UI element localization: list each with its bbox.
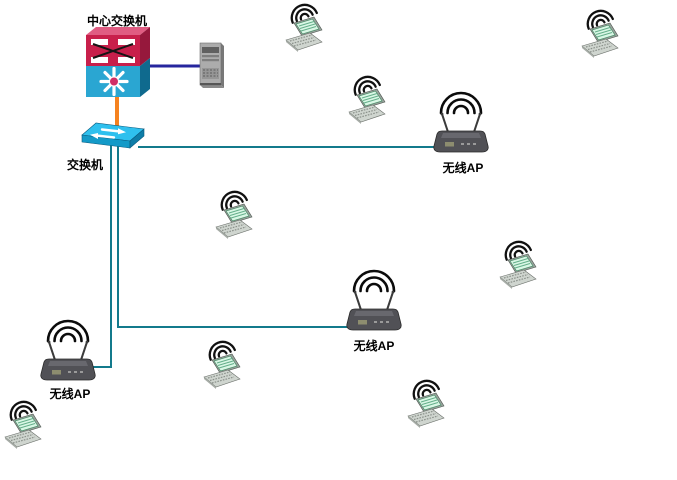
wireless-laptop-icon [577,9,621,63]
server-icon [199,42,224,88]
laptop-node-8 [0,400,44,454]
core-switch-label: 中心交换机 [86,14,147,28]
access-switch-node [81,121,148,151]
wireless-laptop-icon [0,400,44,454]
ap-middle-label: 无线AP [353,339,395,353]
laptop-node-5 [495,240,539,294]
laptop-node-1 [281,3,325,57]
wireless-ap-icon [38,314,98,386]
ap-bottom-left-node [38,314,98,386]
multilayer-switch-icon [86,27,150,97]
wireless-ap-icon [431,86,491,158]
ap-bottom-left-label: 无线AP [49,387,91,401]
laptop-node-7 [403,379,447,433]
link-switch-to-ap-middle [117,144,358,328]
wireless-ap-icon [344,264,404,336]
wireless-laptop-icon [495,240,539,294]
core-switch-node [84,27,150,103]
ap-middle-node [344,264,404,336]
wireless-laptop-icon [281,3,325,57]
wireless-laptop-icon [199,340,243,394]
laptop-node-6 [199,340,243,394]
switch-icon [81,122,145,149]
laptop-node-4 [211,190,255,244]
server-node [199,42,225,88]
laptop-node-2 [577,9,621,63]
wireless-laptop-icon [344,75,388,129]
ap-right-node [431,86,491,158]
access-switch-label: 交换机 [66,158,103,172]
wireless-laptop-icon [403,379,447,433]
wireless-laptop-icon [211,190,255,244]
laptop-node-3 [344,75,388,129]
ap-right-label: 无线AP [442,161,484,175]
